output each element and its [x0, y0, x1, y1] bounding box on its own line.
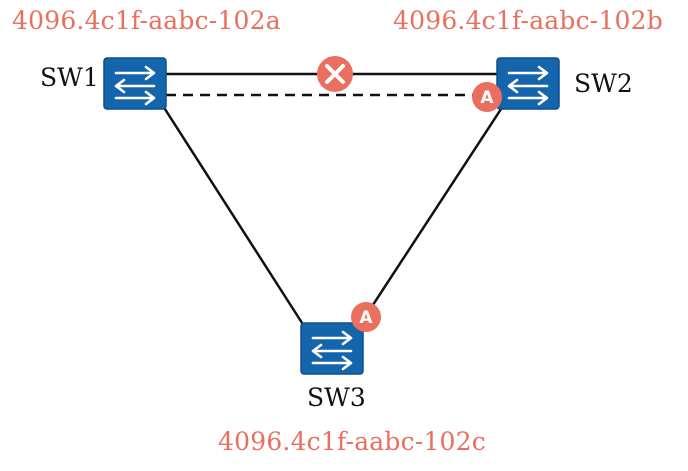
port-marker-sw3: A [351, 302, 381, 332]
switch-sw3-icon[interactable] [300, 322, 364, 375]
switch-label-sw1: SW1 [40, 63, 99, 92]
blocked-x-icon [317, 56, 353, 92]
bridge-id-sw1: 4096.4c1f-aabc-102a [12, 6, 281, 35]
link-sw1-sw3 [161, 105, 306, 327]
switch-sw1-icon[interactable] [103, 57, 167, 110]
switch-sw2-icon[interactable] [496, 57, 560, 110]
bridge-id-sw3: 4096.4c1f-aabc-102c [218, 427, 486, 456]
switch-label-sw2: SW2 [574, 69, 633, 98]
link-sw2-sw3 [365, 105, 505, 315]
port-marker-sw2: A [472, 82, 502, 112]
bridge-id-sw2: 4096.4c1f-aabc-102b [393, 6, 663, 35]
port-marker-sw2-label: A [480, 88, 494, 108]
port-marker-sw3-label: A [359, 308, 373, 328]
switch-label-sw3: SW3 [307, 383, 366, 412]
